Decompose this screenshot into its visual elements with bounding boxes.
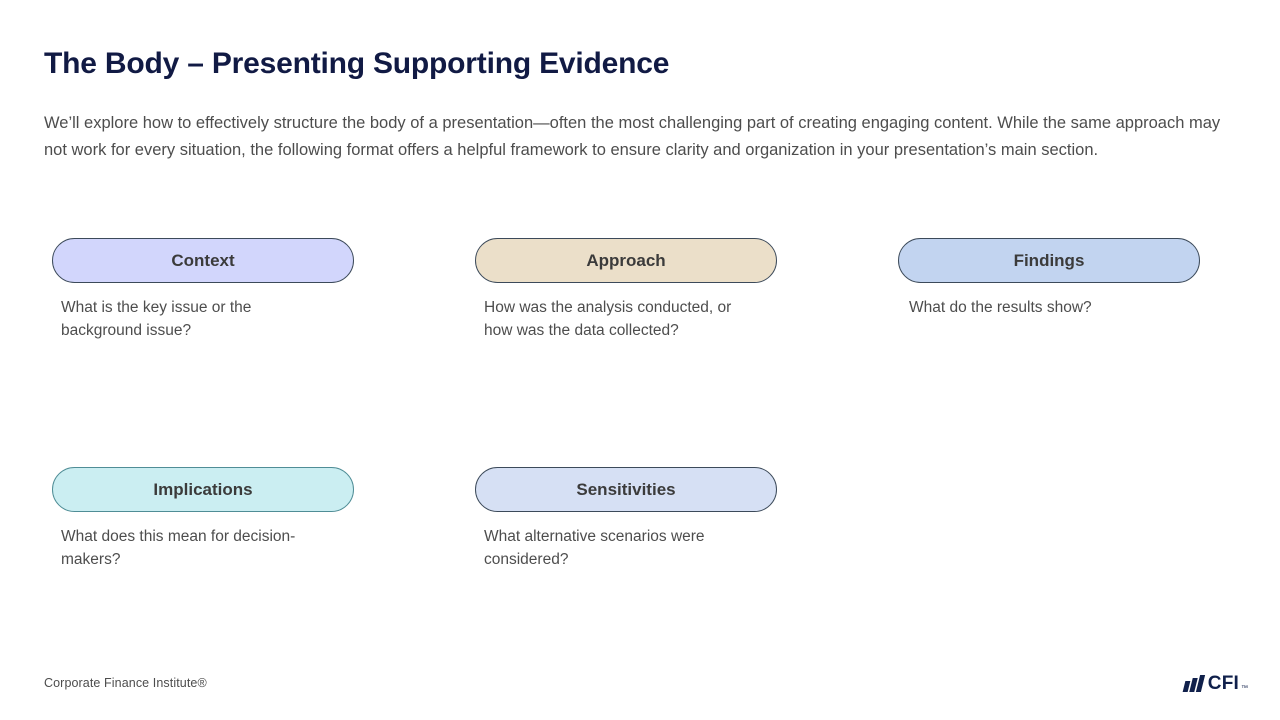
- concept-item-implications: Implications What does this mean for dec…: [44, 467, 467, 571]
- pill-sensitivities[interactable]: Sensitivities: [475, 467, 777, 512]
- caption-context: What is the key issue or the background …: [61, 299, 252, 339]
- intro-paragraph: We’ll explore how to effectively structu…: [44, 114, 1221, 159]
- cfi-logo-wordmark: CFI: [1207, 673, 1239, 694]
- caption-approach: How was the analysis conducted, or how w…: [484, 299, 732, 339]
- footer-attribution: Corporate Finance Institute®: [44, 676, 207, 690]
- concept-item-context: Context What is the key issue or the bac…: [44, 238, 467, 342]
- caption-sensitivities: What alternative scenarios were consider…: [484, 528, 705, 568]
- concept-item-sensitivities: Sensitivities What alternative scenarios…: [467, 467, 890, 571]
- cfi-logo: CFI ™: [1182, 673, 1248, 694]
- caption-implications: What does this mean for decision-makers?: [61, 528, 296, 568]
- concept-item-empty: [890, 467, 1280, 571]
- cfi-bars-icon: [1182, 675, 1205, 692]
- page-title: The Body – Presenting Supporting Evidenc…: [44, 47, 670, 80]
- trademark-icon: ™: [1241, 685, 1248, 692]
- concept-row-1: Context What is the key issue or the bac…: [44, 238, 1234, 342]
- concept-item-findings: Findings What do the results show?: [890, 238, 1280, 342]
- pill-approach[interactable]: Approach: [475, 238, 777, 283]
- concept-row-2: Implications What does this mean for dec…: [44, 467, 1234, 571]
- pill-context[interactable]: Context: [52, 238, 354, 283]
- pill-implications[interactable]: Implications: [52, 467, 354, 512]
- concept-grid: Context What is the key issue or the bac…: [44, 238, 1234, 571]
- concept-item-approach: Approach How was the analysis conducted,…: [467, 238, 890, 342]
- pill-findings[interactable]: Findings: [898, 238, 1200, 283]
- caption-findings: What do the results show?: [909, 299, 1092, 316]
